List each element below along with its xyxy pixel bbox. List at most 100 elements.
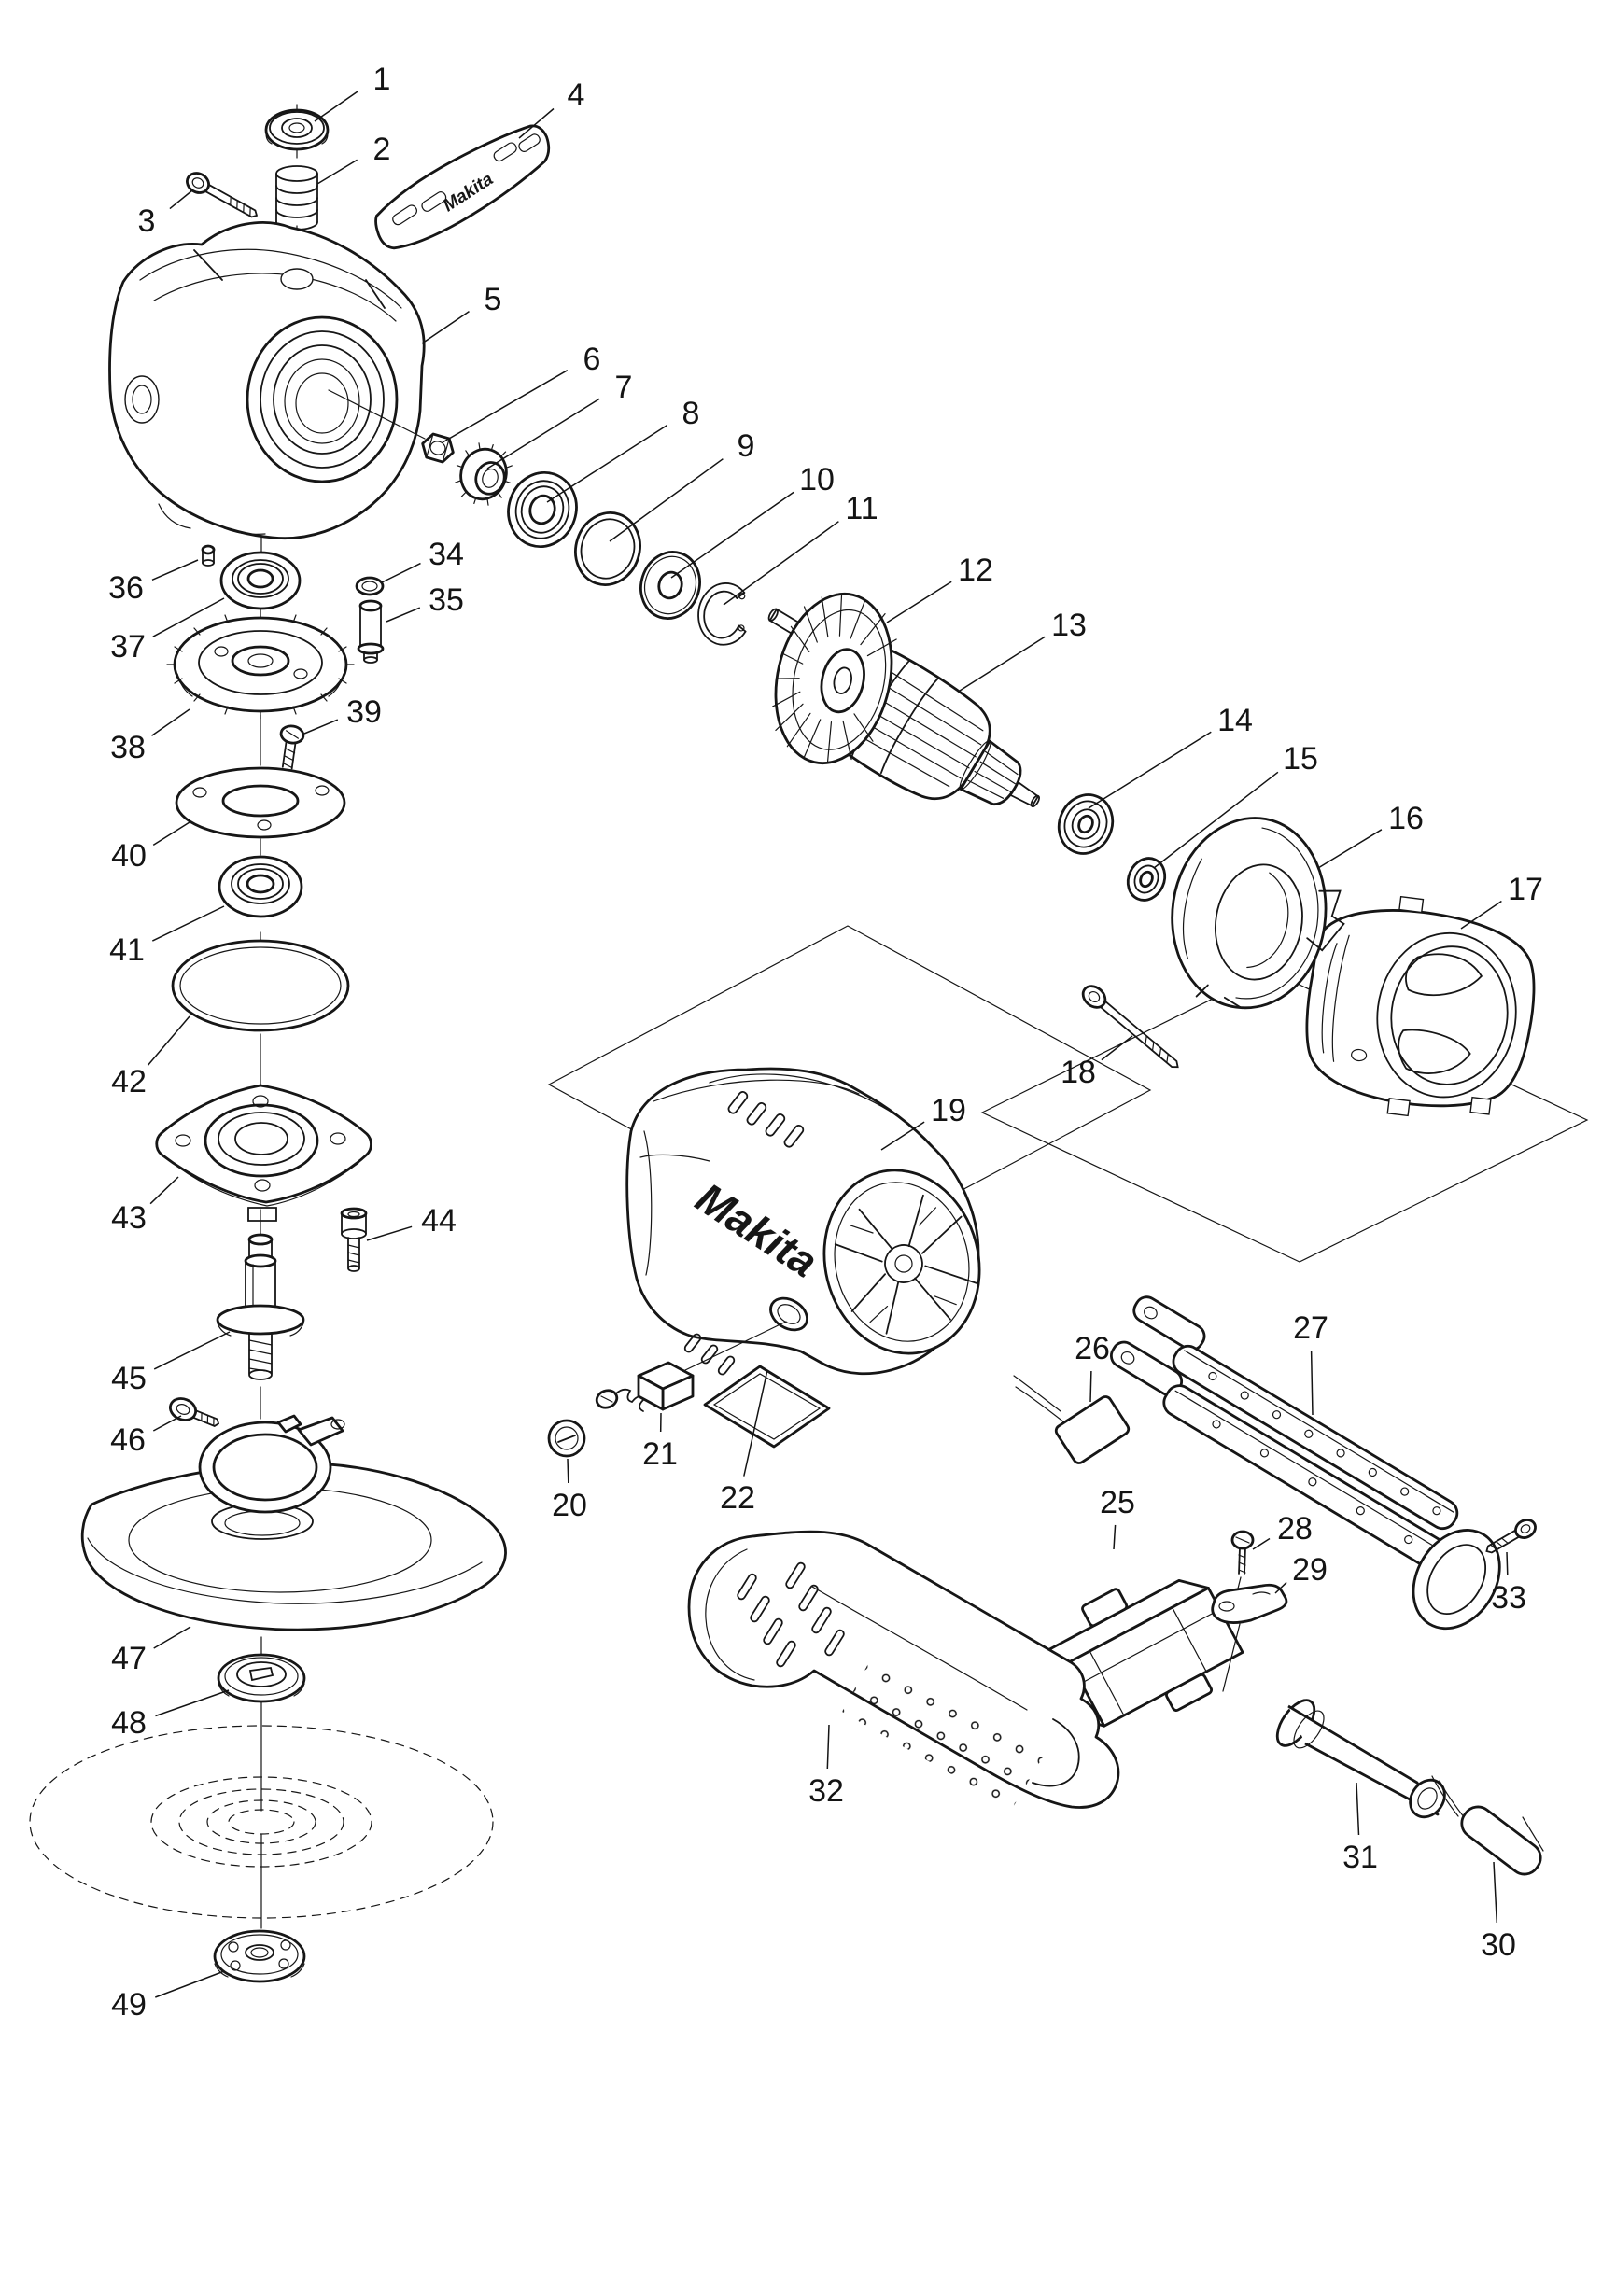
callout-leader-36 [151, 559, 199, 581]
callout-leader-26 [1089, 1370, 1092, 1403]
part-42-o-ring [171, 939, 350, 1032]
callout-label-18: 18 [1061, 1055, 1096, 1090]
callout-leader-32 [826, 1724, 830, 1770]
callout-label-31: 31 [1342, 1840, 1378, 1875]
part-43-bearing-box [155, 1084, 372, 1222]
part-22-gasket [703, 1365, 831, 1449]
part-15-ball-bearing [1126, 857, 1167, 902]
callout-label-30: 30 [1481, 1927, 1516, 1963]
part-3-screw [186, 172, 259, 218]
callout-leader-18 [1101, 1035, 1133, 1061]
callout-label-1: 1 [373, 62, 391, 97]
part-37-ball-bearing [219, 551, 302, 610]
callout-leader-13 [959, 636, 1046, 692]
part-32-rear-handle [687, 1530, 1120, 1809]
part-35-lock-pin [357, 599, 385, 664]
callout-label-10: 10 [799, 462, 835, 497]
callout-leader-17 [1460, 900, 1502, 930]
callout-label-21: 21 [642, 1436, 678, 1472]
callout-leader-41 [151, 905, 225, 942]
callout-label-36: 36 [108, 570, 144, 606]
callout-label-17: 17 [1508, 872, 1543, 907]
callout-leader-5 [421, 310, 470, 344]
callout-leader-10 [670, 491, 794, 579]
callout-label-46: 46 [110, 1422, 146, 1458]
callout-label-11: 11 [845, 491, 878, 526]
callout-leader-20 [567, 1458, 569, 1484]
part-10-flat-washer [639, 551, 701, 620]
callout-leader-12 [886, 581, 952, 623]
callout-label-40: 40 [111, 838, 147, 874]
part-1-washer [264, 108, 330, 151]
callout-leader-7 [486, 398, 600, 469]
part-16-baffle-plate [1171, 817, 1345, 1010]
callout-label-43: 43 [111, 1200, 147, 1236]
callout-label-48: 48 [111, 1705, 147, 1741]
callout-leader-38 [151, 708, 190, 736]
callout-leader-1 [314, 91, 359, 122]
part-30-power-cord [1431, 1775, 1544, 1876]
callout-leader-9 [609, 458, 724, 542]
part-34-o-ring [355, 576, 385, 596]
callout-leader-28 [1252, 1537, 1271, 1550]
callout-label-27: 27 [1293, 1310, 1328, 1346]
grinding-wheel-dashed [29, 1725, 494, 1919]
part-39-screw [279, 724, 305, 770]
part-12-fan [771, 592, 897, 765]
part-9-labyrinth-ring [574, 511, 641, 586]
callout-label-3: 3 [138, 203, 156, 239]
callout-label-2: 2 [373, 132, 391, 167]
callout-label-41: 41 [109, 932, 145, 968]
callout-label-37: 37 [110, 629, 146, 665]
part-21-carbon-brush [595, 1361, 695, 1412]
callout-leader-11 [723, 521, 839, 606]
callout-label-15: 15 [1283, 741, 1318, 777]
callout-leader-16 [1317, 829, 1383, 869]
part-31-cord-guard [1275, 1699, 1446, 1819]
callout-leader-33 [1506, 1551, 1509, 1576]
part-41-ball-bearing [218, 855, 303, 918]
grip-dot-texture [842, 1650, 1047, 1809]
callout-leader-22 [743, 1369, 768, 1477]
part-29-lock-lever [1211, 1583, 1288, 1692]
part-2-spring [275, 165, 318, 231]
callout-leader-47 [153, 1626, 191, 1649]
callout-label-22: 22 [720, 1480, 755, 1516]
callout-leader-48 [155, 1689, 230, 1717]
callout-leader-35 [386, 607, 421, 623]
callout-label-28: 28 [1277, 1511, 1313, 1547]
part-48-inner-flange [217, 1653, 306, 1703]
callout-leader-4 [518, 107, 555, 139]
part-18-screw [1081, 985, 1179, 1069]
callout-label-8: 8 [682, 396, 700, 431]
callout-leader-44 [366, 1225, 413, 1241]
part-20-brush-cap [547, 1419, 586, 1458]
callout-leader-43 [149, 1176, 179, 1205]
part-7-pinion-gear [455, 442, 513, 506]
callout-leader-31 [1356, 1782, 1360, 1836]
part-45-spindle [216, 1233, 305, 1380]
part-17-field-coil [1305, 895, 1536, 1117]
part-44-socket-bolt [340, 1207, 368, 1272]
callout-label-4: 4 [568, 77, 585, 113]
callout-label-25: 25 [1100, 1485, 1135, 1520]
callout-label-5: 5 [485, 282, 502, 317]
assembly-box-field-coil [980, 970, 1589, 1263]
part-33-screw [1485, 1519, 1537, 1554]
callout-label-44: 44 [421, 1203, 457, 1239]
part-47-guard-clamp [198, 1414, 345, 1514]
callout-label-33: 33 [1491, 1580, 1526, 1616]
callout-label-19: 19 [931, 1093, 966, 1128]
callout-leader-15 [1153, 771, 1279, 869]
part-40-lock-plate [175, 766, 346, 839]
housing-end-ribs [834, 1194, 979, 1335]
callout-label-49: 49 [111, 1987, 147, 2023]
callout-leader-45 [153, 1331, 231, 1370]
callout-label-20: 20 [552, 1488, 587, 1523]
part-14-ball-bearing [1057, 793, 1115, 855]
part-36-pin [201, 544, 216, 567]
callout-label-45: 45 [111, 1361, 147, 1396]
callout-label-29: 29 [1292, 1552, 1328, 1588]
callout-leader-27 [1310, 1350, 1314, 1416]
